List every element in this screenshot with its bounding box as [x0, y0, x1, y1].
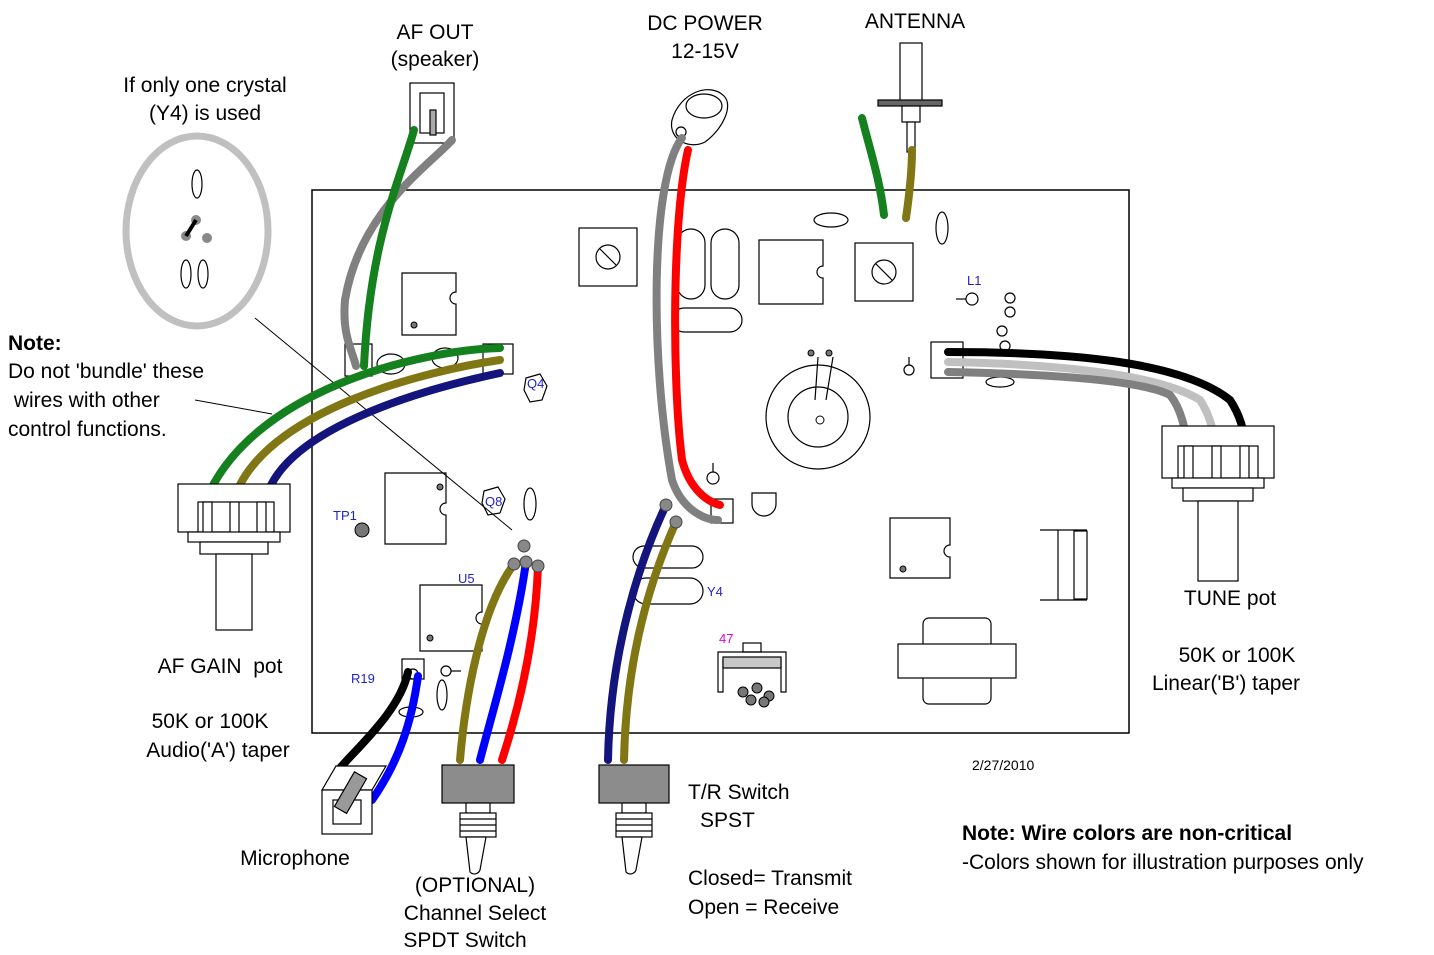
tune-taper: Linear('B') taper: [1151, 672, 1301, 695]
tr-switch-label: T/R Switch: [688, 781, 790, 804]
tp1-label: TP1: [333, 508, 357, 523]
crystal-note-line1: If only one crystal: [123, 74, 287, 97]
wire-note-title: Note: Wire colors are non-critical: [962, 822, 1293, 845]
y4-label: Y4: [707, 584, 723, 599]
wires: [201, 114, 1250, 804]
crystal-note-line2: (Y4) is used: [148, 102, 262, 125]
tune-value: 50K or 100K: [1178, 644, 1296, 667]
tr-open-label: Open = Receive: [688, 896, 840, 919]
crystal-inset: [122, 132, 513, 531]
channel-select-switch: [441, 764, 515, 875]
af-gain-taper: Audio('A') taper: [146, 739, 290, 762]
r19-label: R19: [351, 671, 375, 686]
dc-power-voltage: 12-15V: [671, 40, 739, 63]
dc-power-label: DC POWER: [647, 12, 763, 35]
antenna-connector: [877, 42, 943, 153]
af-gain-value: 50K or 100K: [151, 710, 269, 733]
microphone-connector: [320, 765, 388, 835]
note-line3: control functions.: [8, 418, 167, 441]
channel-select-label: Channel Select: [403, 902, 547, 925]
af-out-connector: [409, 82, 455, 144]
wire-pads: [507, 498, 683, 573]
spdt-switch-label: SPDT Switch: [403, 929, 527, 952]
tune-label: TUNE pot: [1183, 587, 1277, 610]
l1-label: L1: [967, 273, 982, 288]
u5-label: U5: [458, 571, 475, 586]
dc-power-jack: [671, 89, 729, 146]
q4-label: Q4: [527, 376, 545, 391]
board-pads: [354, 321, 907, 708]
note-title: Note:: [8, 332, 62, 355]
tr-switch: [598, 764, 670, 875]
pcb-board: [311, 189, 1130, 734]
tr-closed-label: Closed= Transmit: [688, 867, 852, 890]
af-out-sublabel: (speaker): [390, 48, 480, 71]
diagram-date: 2/27/2010: [972, 757, 1035, 773]
q8-label: Q8: [485, 494, 503, 509]
wire-note-body: -Colors shown for illustration purposes …: [962, 851, 1364, 874]
note-line1: Do not 'bundle' these: [8, 360, 204, 383]
r47-label: 47: [719, 631, 734, 646]
af-gain-pot: [177, 483, 291, 631]
antenna-label: ANTENNA: [864, 10, 966, 33]
note-line2: wires with other: [8, 389, 160, 412]
optional-label: (OPTIONAL): [414, 874, 536, 897]
af-gain-label: AF GAIN pot: [157, 655, 283, 678]
spst-label: SPST: [700, 809, 755, 832]
af-out-label: AF OUT: [396, 21, 474, 44]
note-pointer: [194, 399, 273, 415]
tune-pot: [1161, 425, 1275, 582]
microphone-label: Microphone: [240, 847, 350, 870]
